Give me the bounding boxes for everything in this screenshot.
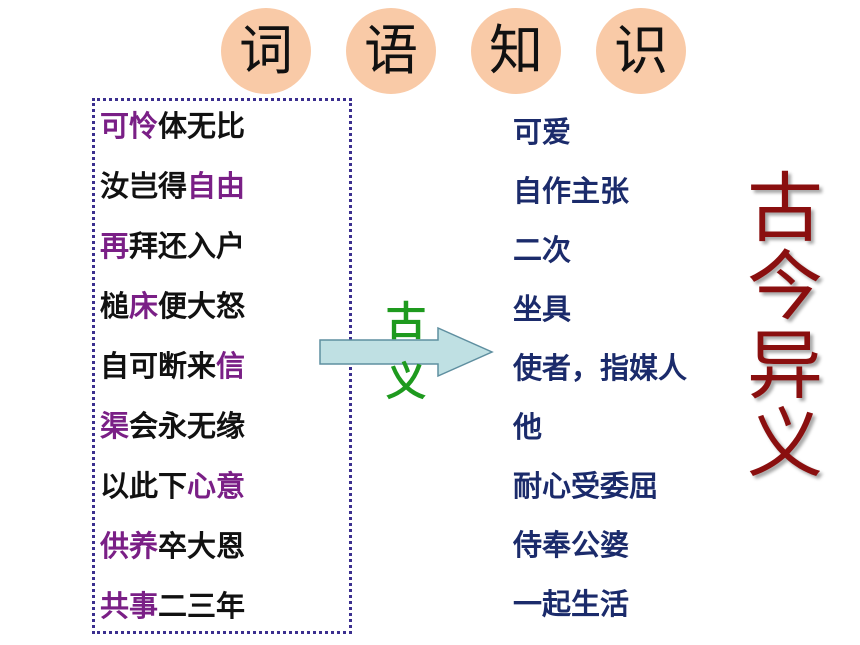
phrase-text: 自可断来 (100, 349, 217, 383)
phrase-row: 渠会永无缘 (100, 412, 245, 441)
highlighted-word: 渠 (100, 409, 130, 443)
highlighted-word: 供养 (100, 529, 159, 563)
arrow-label: 古 义 (384, 292, 428, 412)
highlighted-word: 床 (129, 289, 159, 323)
side-title-char-1: 古 (747, 164, 823, 253)
side-title: 古 今 异 义 (740, 164, 830, 488)
phrase-text: 以此下 (100, 469, 188, 503)
highlighted-word: 共事 (100, 589, 159, 623)
title-row: 词 语 知 识 (0, 0, 860, 100)
side-title-char-3: 异 (747, 320, 823, 410)
title-char-1: 词 (221, 8, 311, 94)
right-arrow-icon (319, 326, 494, 378)
phrase-box (92, 98, 352, 634)
phrase-text: 体无比 (158, 109, 246, 143)
meaning-item: 坐具 (513, 292, 572, 326)
title-char-2-text: 语 (364, 19, 418, 82)
phrase-text: 卒大恩 (158, 529, 246, 563)
meaning-item: 可爱 (513, 115, 572, 149)
phrase-text: 便大怒 (158, 289, 246, 323)
arrow-label-char-2: 义 (386, 359, 426, 405)
meaning-item: 耐心受委屈 (513, 469, 659, 503)
meaning-item: 自作主张 (513, 174, 630, 208)
meaning-item: 二次 (513, 233, 572, 267)
meaning-item: 侍奉公婆 (513, 528, 630, 562)
meaning-item: 他 (513, 410, 543, 444)
highlighted-word: 可怜 (100, 109, 159, 143)
side-title-char-2: 今 (747, 242, 823, 332)
phrase-row: 自可断来信 (100, 352, 245, 381)
title-char-2: 语 (346, 8, 436, 94)
phrase-row: 共事二三年 (100, 592, 245, 621)
phrase-text: 拜还入户 (129, 229, 246, 263)
title-char-4: 识 (596, 8, 686, 94)
highlighted-word: 信 (216, 349, 246, 383)
highlighted-word: 心意 (187, 469, 246, 503)
title-char-3: 知 (471, 8, 561, 94)
side-title-char-4: 义 (747, 398, 823, 488)
meaning-item: 一起生活 (513, 587, 630, 621)
title-char-3-text: 知 (489, 19, 543, 82)
title-char-4-text: 识 (614, 19, 668, 82)
phrase-row: 汝岂得自由 (100, 172, 245, 201)
phrase-text: 会永无缘 (129, 409, 246, 443)
meaning-item: 使者，指媒人 (513, 351, 688, 385)
phrase-row: 以此下心意 (100, 472, 245, 501)
phrase-text: 槌 (100, 289, 130, 323)
highlighted-word: 自由 (187, 169, 246, 203)
phrase-text: 二三年 (158, 589, 246, 623)
arrow-label-char-1: 古 (386, 299, 426, 345)
phrase-row: 再拜还入户 (100, 232, 245, 261)
title-char-1-text: 词 (239, 19, 293, 82)
phrase-text: 汝岂得 (100, 169, 188, 203)
highlighted-word: 再 (100, 229, 130, 263)
phrase-row: 可怜体无比 (100, 112, 245, 141)
phrase-row: 槌床便大怒 (100, 292, 245, 321)
phrase-row: 供养卒大恩 (100, 532, 245, 561)
